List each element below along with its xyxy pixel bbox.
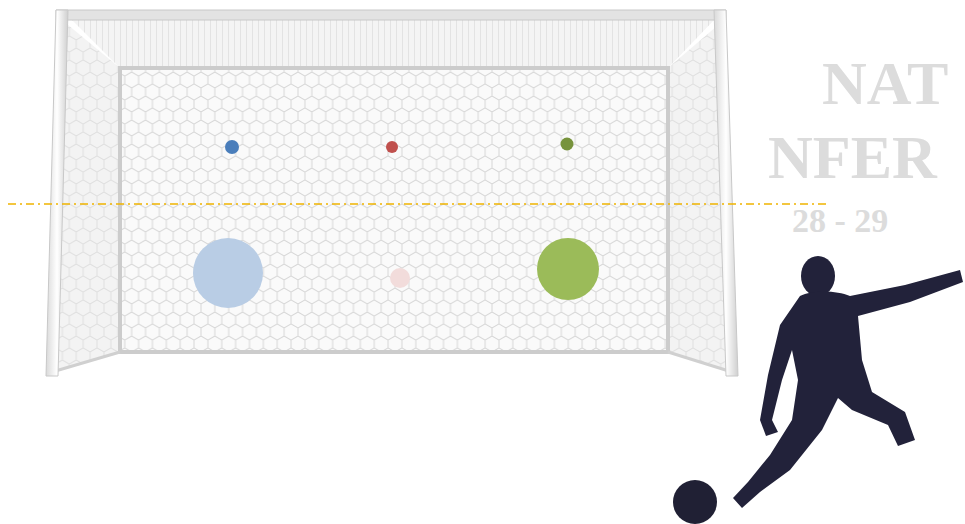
blue-spread bbox=[193, 238, 263, 308]
red-dot bbox=[386, 141, 398, 153]
green-spread bbox=[537, 238, 599, 300]
ground-bar-left bbox=[52, 352, 120, 372]
roof-net bbox=[70, 18, 716, 68]
left-post bbox=[46, 10, 68, 376]
back-net bbox=[120, 68, 668, 352]
green-dot bbox=[561, 138, 574, 151]
back-net-mesh bbox=[120, 68, 668, 352]
crossbar bbox=[56, 10, 726, 20]
roof-net-hatch bbox=[70, 18, 716, 68]
red-spread bbox=[390, 268, 410, 288]
right-post bbox=[714, 10, 738, 376]
blue-dot bbox=[225, 140, 239, 154]
back-frame bbox=[120, 68, 668, 352]
player-silhouette bbox=[733, 256, 963, 508]
watermark-text: NAT bbox=[822, 52, 948, 114]
height-line bbox=[8, 203, 826, 205]
watermark-text: 28 - 29 bbox=[792, 204, 888, 238]
ground-bar-right bbox=[668, 352, 732, 372]
ball bbox=[673, 480, 717, 524]
watermark-text: NFER bbox=[768, 126, 937, 188]
